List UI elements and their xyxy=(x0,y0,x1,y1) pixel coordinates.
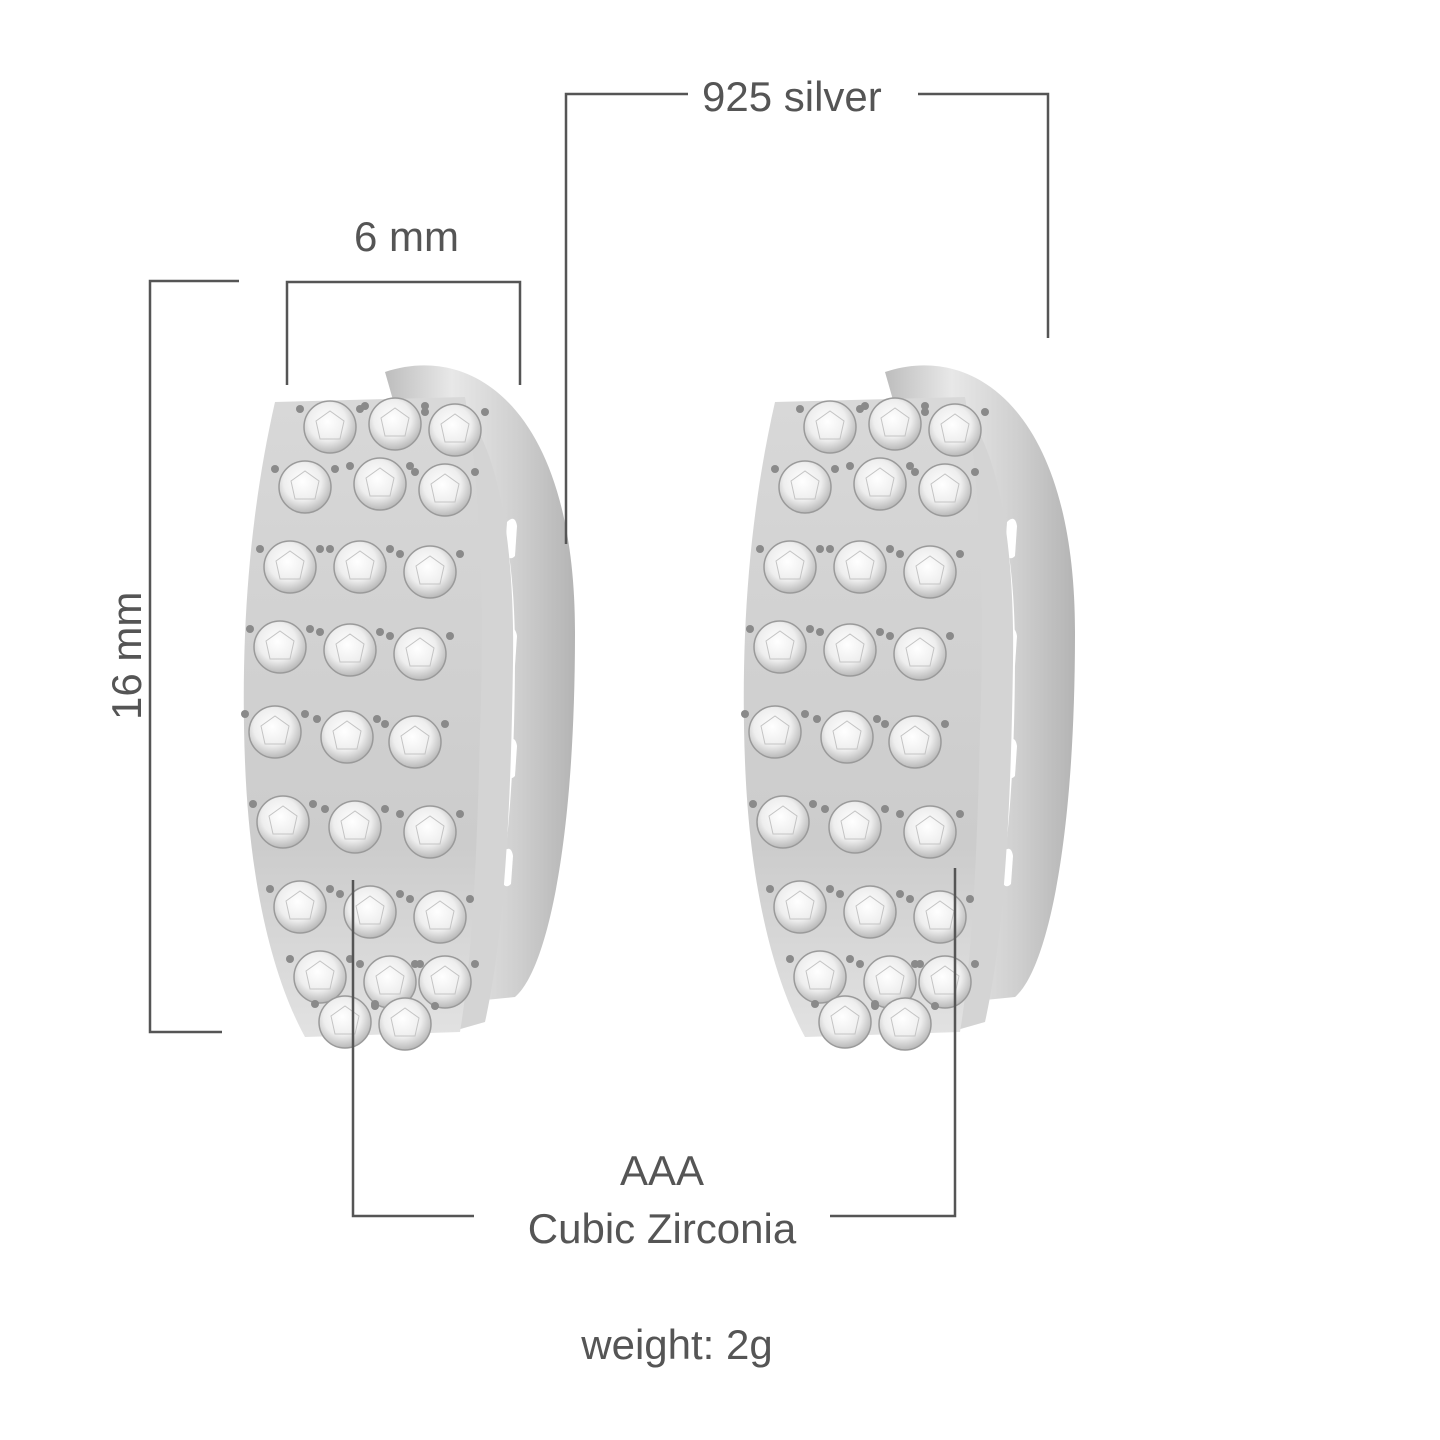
stone-callout-line-left xyxy=(351,880,474,1218)
width-dimension-line xyxy=(285,280,522,385)
material-label: 925 silver xyxy=(702,73,882,120)
silver-callout-line xyxy=(564,92,688,544)
right-earring xyxy=(740,365,1075,1051)
left-earring xyxy=(240,365,575,1051)
stone-callout-line-right xyxy=(830,868,957,1218)
weight-label: weight: 2g xyxy=(581,1321,773,1368)
width-label: 6 mm xyxy=(354,213,459,260)
stone-grade-label: AAA xyxy=(619,1147,705,1194)
silver-callout-line-right xyxy=(918,92,1050,338)
height-dimension-line xyxy=(148,279,239,1034)
height-label: 16 mm xyxy=(103,591,150,720)
stone-type-label: Cubic Zirconia xyxy=(527,1205,797,1252)
